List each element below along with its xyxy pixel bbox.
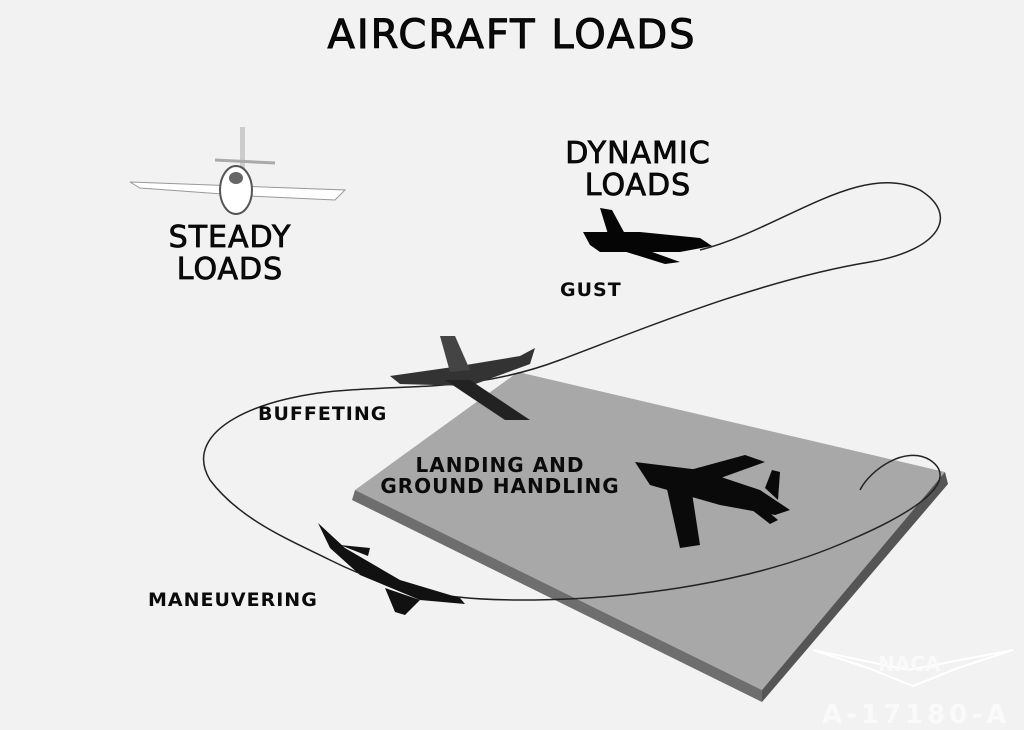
gust-label: GUST [560,279,622,301]
ground-plate [352,372,948,702]
page-title: AIRCRAFT LOADS [327,12,697,58]
image-code: A-17180-A [822,700,1011,730]
gust-airplane-icon [583,208,712,264]
landing-line1: LANDING AND [415,453,585,477]
maneuvering-airplane-icon [318,523,465,615]
naca-wings-logo [812,649,1014,688]
buffeting-airplane-icon [390,336,535,420]
buffeting-label: BUFFETING [258,403,388,425]
landing-ground-handling-label: LANDING AND GROUND HANDLING [360,455,640,497]
dynamic-loads-label: DYNAMIC LOADS [548,138,728,201]
steady-loads-airplane-icon [129,127,347,215]
flight-path-line [202,181,941,601]
steady-loads-line1: STEADY [168,220,292,255]
dynamic-loads-line2: LOADS [584,167,692,203]
steady-loads-label: STEADY LOADS [150,222,310,285]
maneuvering-label: MANEUVERING [148,589,318,611]
landing-airplane-icon [635,455,790,548]
landing-line2: GROUND HANDLING [380,474,620,498]
naca-logo-text: NACA [878,652,941,676]
steady-loads-line2: LOADS [176,251,284,287]
dynamic-loads-line1: DYNAMIC [565,136,711,171]
